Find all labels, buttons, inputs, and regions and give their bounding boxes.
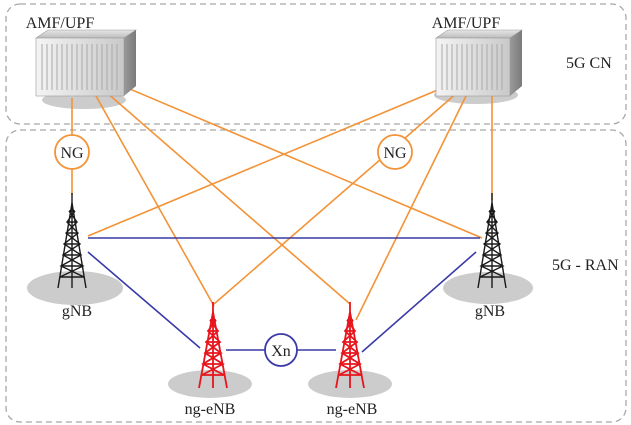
ran-label: 5G - RAN xyxy=(552,257,619,274)
gnb-right-label: gNB xyxy=(475,303,505,320)
ng-link xyxy=(213,91,459,305)
xn-interface-label: Xn xyxy=(271,343,291,360)
shadow-gnb-right xyxy=(443,272,533,304)
ng-link xyxy=(355,95,467,321)
ngenb-tower-left-icon xyxy=(198,302,228,389)
ng-link xyxy=(87,83,453,237)
ng-interface-right-label: NG xyxy=(383,145,407,162)
ngenb-right-label: ng-eNB xyxy=(327,401,378,418)
xn-link xyxy=(87,251,201,349)
core-network-label: 5G CN xyxy=(566,55,612,72)
ng-interface-left: NG xyxy=(54,134,90,170)
ngenb-tower-right-icon xyxy=(335,302,365,389)
gnb-tower-left-icon xyxy=(57,193,87,289)
amf-upf-server-left-icon xyxy=(35,29,137,97)
ngenb-left-label: ng-eNB xyxy=(185,401,236,418)
shadow-ngenb-left xyxy=(168,370,252,398)
gnb-tower-right-icon xyxy=(477,193,507,289)
xn-links xyxy=(87,237,480,353)
amf-upf-right-label: AMF/UPF xyxy=(432,15,501,32)
ng-interface-left-label: NG xyxy=(60,145,84,162)
gnb-left-label: gNB xyxy=(62,303,92,320)
xn-link xyxy=(361,251,477,353)
ng-interface-right: NG xyxy=(377,134,413,170)
ng-link xyxy=(95,95,215,307)
ng-link xyxy=(105,91,351,305)
ng-link xyxy=(117,83,483,239)
amf-upf-left-label: AMF/UPF xyxy=(26,15,95,32)
ran-boundary xyxy=(5,129,627,423)
xn-interface: Xn xyxy=(264,333,298,367)
core-network-boundary xyxy=(5,3,627,125)
shadow-gnb-left xyxy=(27,271,123,305)
amf-upf-server-right-icon xyxy=(435,29,523,97)
ng-links xyxy=(71,83,493,321)
